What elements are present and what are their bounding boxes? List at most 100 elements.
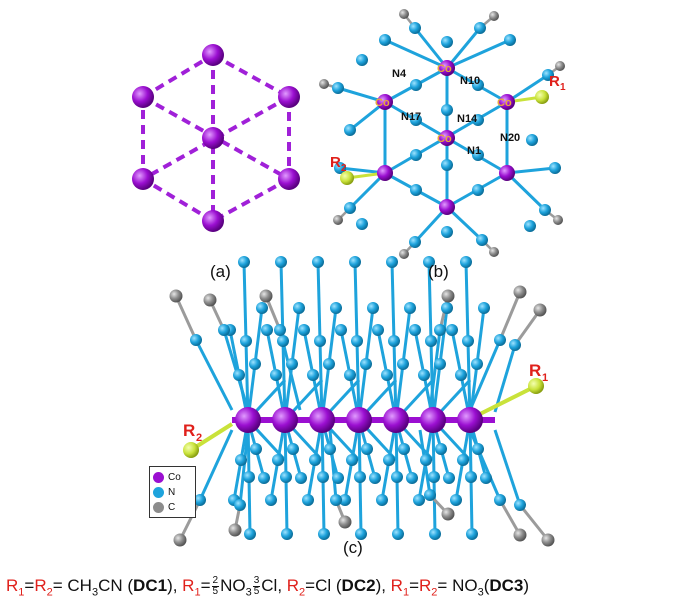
n-atom	[429, 528, 441, 540]
n-atom	[494, 334, 506, 346]
n-atom	[398, 443, 410, 455]
n-atom	[275, 256, 287, 268]
co-atom	[457, 407, 483, 433]
n-atom	[244, 528, 256, 540]
n-atom	[360, 358, 372, 370]
panel-label-a: (a)	[210, 262, 231, 281]
cap-eq1: =	[24, 576, 35, 595]
n-atom	[234, 499, 246, 511]
n-atom	[293, 302, 305, 314]
n-atom	[383, 454, 395, 466]
n-swatch-icon	[153, 486, 164, 498]
n-atom	[261, 324, 273, 336]
cap-ch: = CH	[52, 576, 92, 595]
cap-cl: Cl,	[261, 576, 287, 595]
c-atom	[441, 507, 455, 521]
co-atom	[309, 407, 335, 433]
n-atom	[295, 472, 307, 484]
n-atom	[372, 324, 384, 336]
n4-label: N4	[392, 68, 407, 80]
n-atom	[258, 472, 270, 484]
cap-frac1-num: 2	[211, 575, 220, 588]
n-atom	[298, 324, 310, 336]
n-atom	[349, 256, 361, 268]
n-atom	[376, 494, 388, 506]
n-atom	[272, 454, 284, 466]
cap-frac2-num: 3	[252, 575, 261, 588]
n-atom	[190, 334, 202, 346]
n-atom	[318, 528, 330, 540]
cap-r1b: R	[182, 576, 195, 595]
cap-cl2: =Cl (	[305, 576, 342, 595]
n-atom	[330, 494, 342, 506]
r1-sub-b: 1	[560, 82, 566, 93]
n-atom	[388, 335, 400, 347]
n-atom	[280, 471, 292, 483]
c-atom	[513, 285, 527, 299]
n-atom	[324, 443, 336, 455]
co-atom	[420, 407, 446, 433]
n-atom	[346, 454, 358, 466]
n20-label: N20	[500, 132, 520, 144]
c-atom	[441, 289, 455, 303]
cap-r2a-sub: 2	[46, 586, 53, 599]
n-atom	[462, 335, 474, 347]
cap-sep1: ),	[167, 576, 183, 595]
n-atom	[425, 335, 437, 347]
n-atom	[240, 335, 252, 347]
cap-r2c: R	[419, 576, 432, 595]
n-atom	[386, 256, 398, 268]
cap-cn: CN (	[98, 576, 134, 595]
cap-r2a: R	[34, 576, 47, 595]
n-atom	[302, 494, 314, 506]
cap-frac2-den: 5	[253, 586, 260, 598]
cap-r2b: R	[286, 576, 300, 595]
n-atom	[330, 302, 342, 314]
n-atom	[243, 471, 255, 483]
co-atom	[235, 407, 261, 433]
r2-label-c: R	[183, 421, 195, 440]
n-atom	[287, 443, 299, 455]
n-atom	[409, 324, 421, 336]
cap-r2c-sub: 2	[431, 586, 438, 599]
n-atom	[339, 494, 351, 506]
n-atom	[286, 358, 298, 370]
cap-r1a: R	[6, 576, 19, 595]
legend-item-co: Co	[153, 470, 181, 484]
cap-no3-sub: 3	[245, 586, 252, 599]
r2-label-b: R	[330, 154, 341, 171]
cap-r1b-sub: 1	[194, 586, 201, 599]
legend-label-co: Co	[168, 471, 181, 483]
n-atom	[435, 443, 447, 455]
n1-label: N1	[467, 145, 481, 157]
n-atom	[355, 528, 367, 540]
n-atom	[446, 324, 458, 336]
r1-label-c: R	[529, 361, 541, 380]
cap-dc1: DC1	[133, 576, 168, 595]
co-label-center: Co	[437, 133, 452, 145]
n-atom	[478, 302, 490, 314]
c-atom	[338, 515, 352, 529]
n-atom	[218, 324, 230, 336]
cap-r1c-sub: 1	[402, 586, 410, 599]
n-atom	[420, 454, 432, 466]
co-label-top: Co	[437, 63, 452, 75]
c-atom	[259, 289, 273, 303]
c-atom	[541, 533, 555, 547]
r1-sub-c: 1	[542, 372, 548, 384]
n-atom	[307, 369, 319, 381]
n-atom	[443, 472, 455, 484]
n-atom	[361, 443, 373, 455]
cap-r1a-sub: 1	[18, 586, 25, 599]
n-atom	[397, 358, 409, 370]
n-atom	[441, 302, 453, 314]
n-atom	[406, 472, 418, 484]
n-atom	[494, 494, 506, 506]
co-label-left: Co	[375, 97, 390, 109]
cap-eq2: =	[200, 576, 211, 595]
cap-no3: NO	[220, 576, 246, 595]
cap-dc2: DC2	[341, 576, 376, 595]
